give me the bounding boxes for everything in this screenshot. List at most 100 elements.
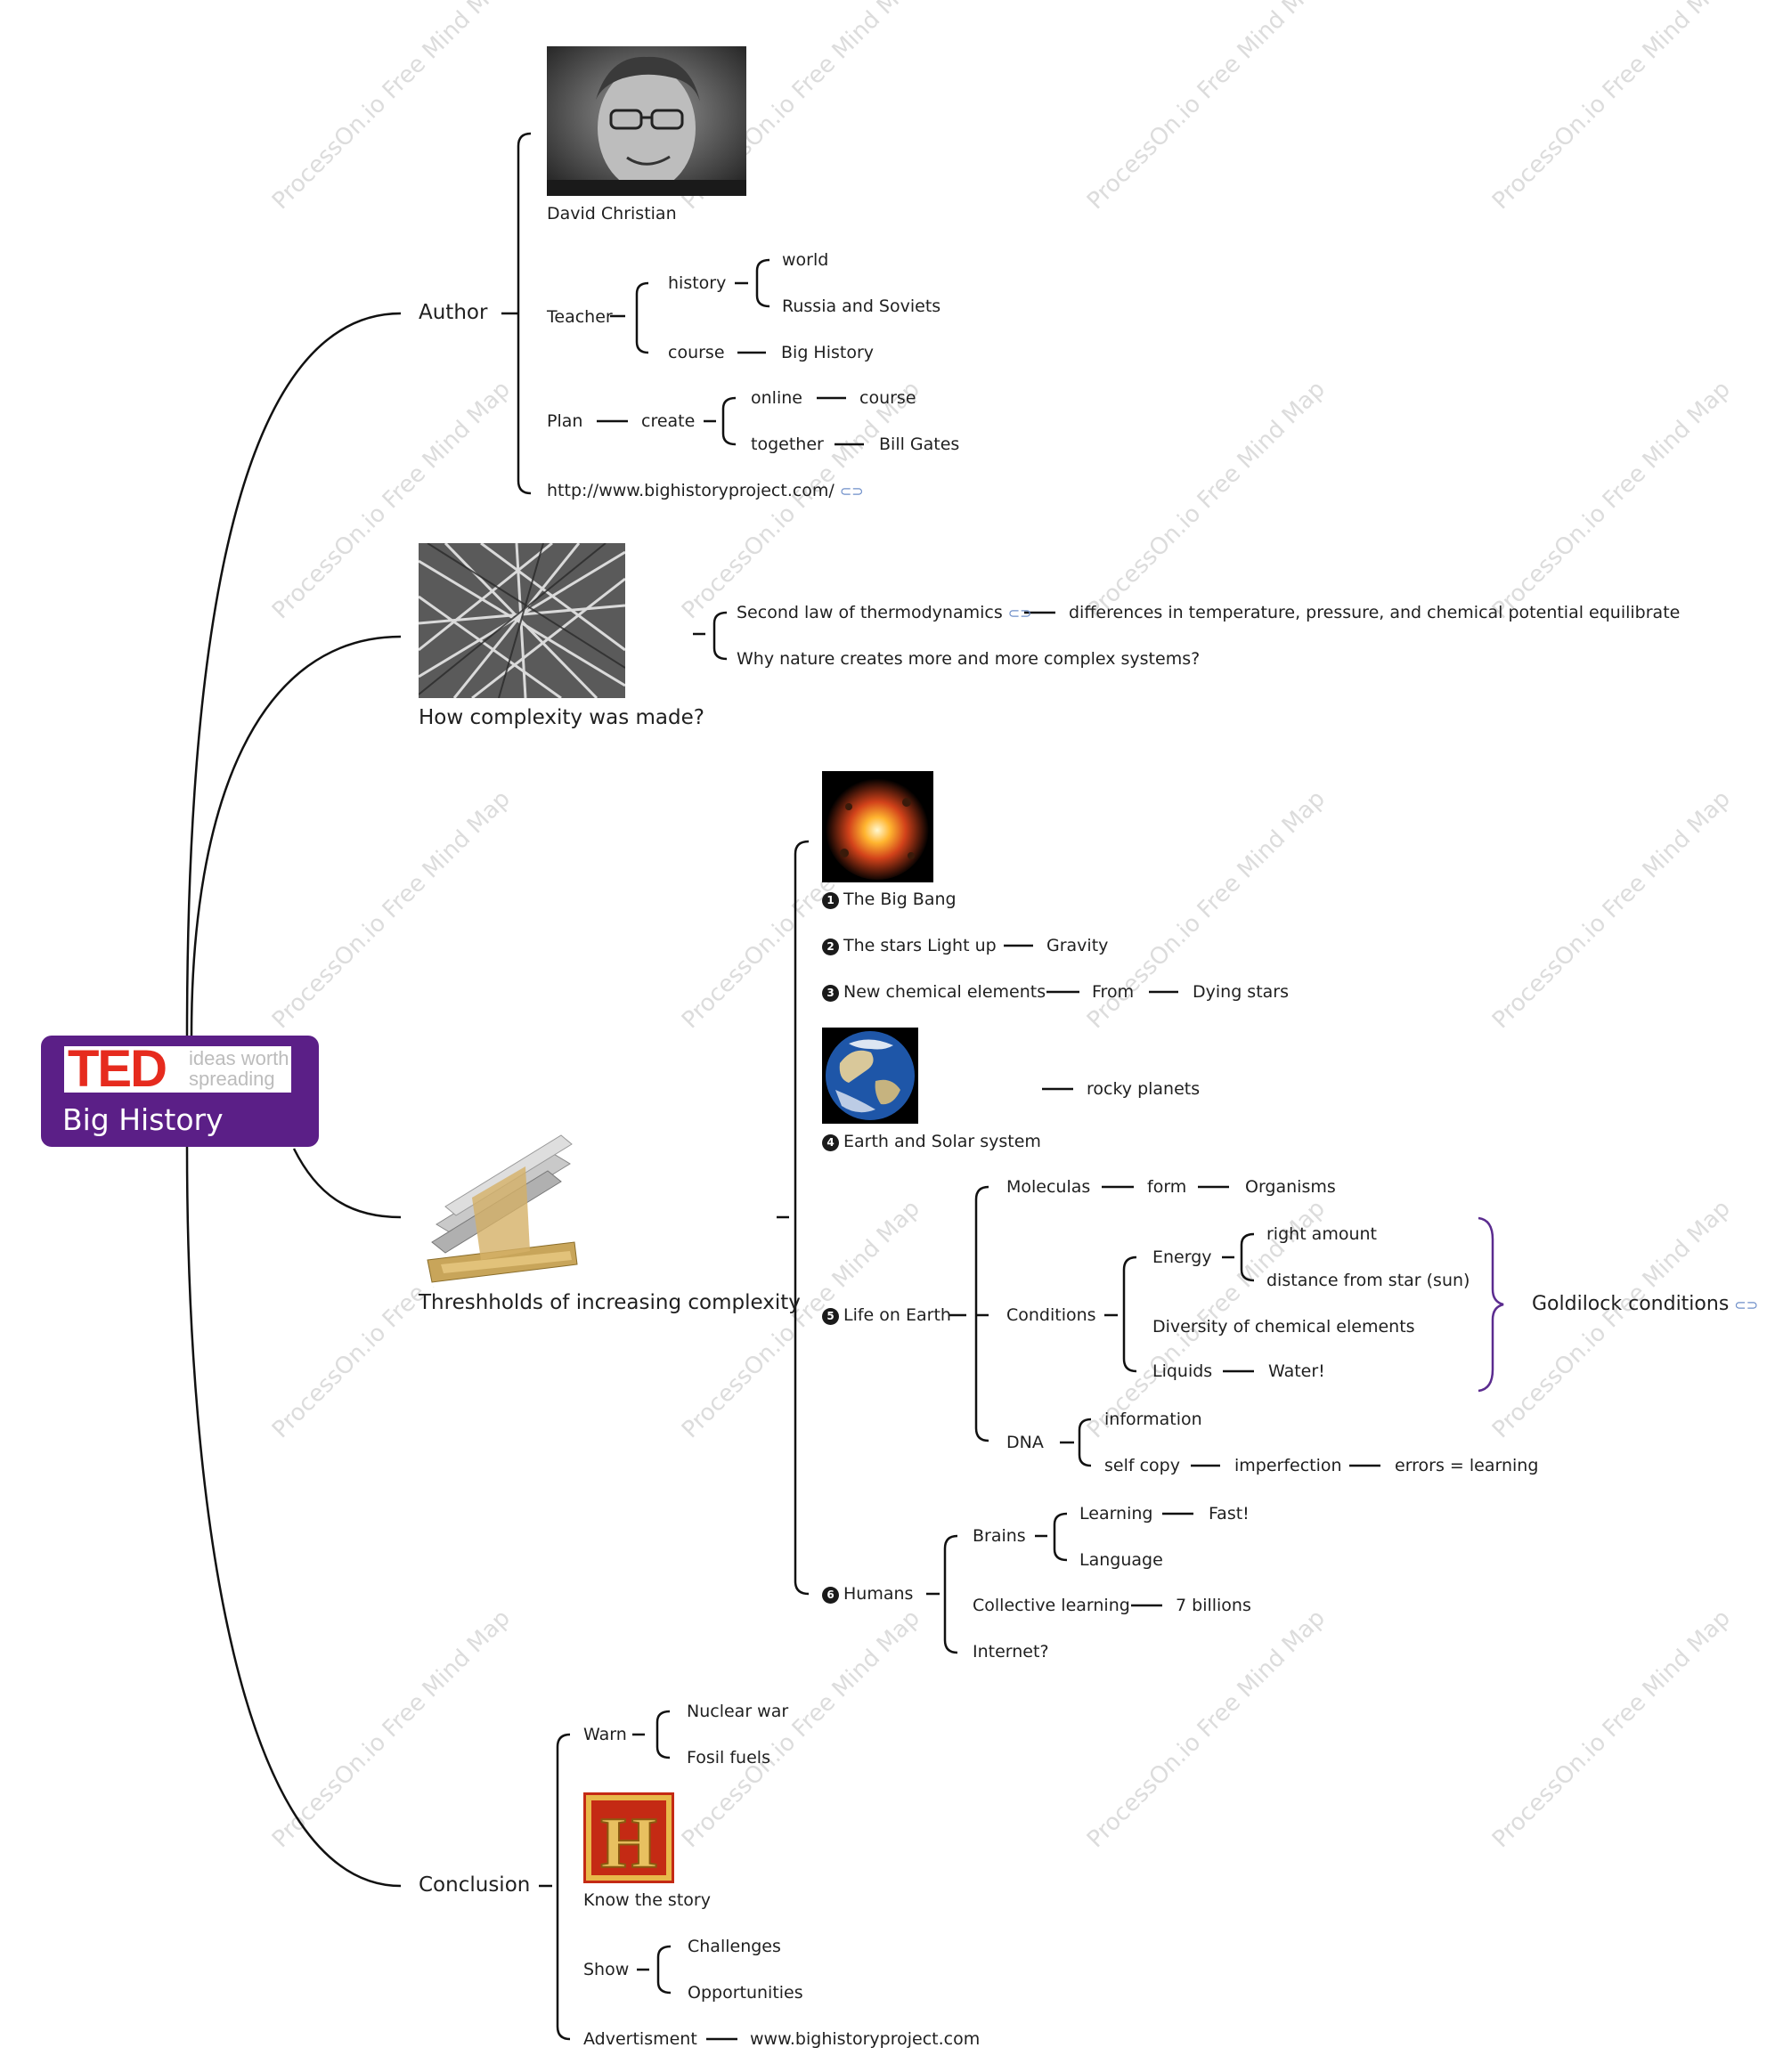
bill-gates-topic[interactable]: Bill Gates (879, 435, 960, 454)
self-copy-topic[interactable]: self copy (1104, 1456, 1180, 1475)
collective-learning-topic[interactable]: Collective learning (973, 1596, 1130, 1615)
website-topic[interactable]: www.bighistoryproject.com (750, 2029, 981, 2049)
root-to-author-curve (185, 312, 402, 1036)
together-topic[interactable]: together (751, 435, 824, 454)
fast-topic[interactable]: Fast! (1209, 1504, 1250, 1524)
root-topic-big-history[interactable]: TED ideas worth spreading Big History (41, 1036, 319, 1147)
humans-brace (943, 1534, 958, 1654)
course-topic[interactable]: course (668, 343, 725, 362)
teacher-topic[interactable]: Teacher (547, 307, 613, 327)
form-topic[interactable]: form (1147, 1177, 1187, 1197)
errors-learning-topic[interactable]: errors = learning (1395, 1456, 1539, 1475)
dna-topic[interactable]: DNA (1006, 1433, 1044, 1452)
challenges-topic[interactable]: Challenges (688, 1937, 781, 1956)
author-topic[interactable]: Author (419, 301, 488, 324)
energy-brace (1240, 1232, 1255, 1282)
metal-profiles-image (419, 1117, 579, 1287)
diversity-elements-topic[interactable]: Diversity of chemical elements (1152, 1317, 1415, 1337)
life-brace (974, 1185, 989, 1442)
explosion-image (822, 771, 933, 882)
complexity-image (419, 543, 625, 698)
right-amount-topic[interactable]: right amount (1266, 1224, 1377, 1244)
brains-brace (1053, 1512, 1068, 1562)
second-law-topic[interactable]: Second law of thermodynamics⊂⊃ (737, 603, 1032, 623)
thresholds-topic[interactable]: Threshholds of increasing complexity (419, 1291, 801, 1314)
conditions-brace (1122, 1255, 1137, 1373)
conclusion-topic[interactable]: Conclusion (419, 1873, 531, 1897)
plan-topic[interactable]: Plan (547, 411, 583, 431)
chemical-elements-text: New chemical elements (843, 982, 1046, 1002)
history-channel-logo: H (583, 1792, 674, 1883)
goldilock-brace (1478, 1216, 1504, 1393)
link-icon[interactable]: ⊂⊃ (1007, 605, 1032, 622)
language-topic[interactable]: Language (1079, 1550, 1163, 1570)
teacher-brace (635, 281, 649, 354)
dying-stars-topic[interactable]: Dying stars (1193, 982, 1289, 1002)
globe-image (822, 1028, 918, 1124)
advertisment-topic[interactable]: Advertisment (583, 2029, 697, 2049)
create-topic[interactable]: create (641, 411, 696, 431)
portrait-image (547, 46, 746, 196)
humans-text: Humans (843, 1584, 914, 1604)
russia-soviets-topic[interactable]: Russia and Soviets (782, 297, 941, 316)
history-topic[interactable]: history (668, 273, 727, 293)
information-topic[interactable]: information (1104, 1410, 1202, 1429)
equilibrate-topic[interactable]: differences in temperature, pressure, an… (1069, 603, 1681, 622)
brains-topic[interactable]: Brains (973, 1526, 1026, 1546)
show-topic[interactable]: Show (583, 1960, 630, 1979)
create-brace (721, 396, 737, 446)
life-on-earth-text: Life on Earth (843, 1305, 951, 1325)
organisms-topic[interactable]: Organisms (1245, 1177, 1336, 1197)
liquids-topic[interactable]: Liquids (1152, 1361, 1213, 1381)
link-icon[interactable]: ⊂⊃ (839, 483, 864, 500)
david-christian-label: David Christian (547, 204, 677, 223)
how-complexity-topic[interactable]: How complexity was made? (419, 706, 704, 729)
second-law-text: Second law of thermodynamics (737, 603, 1003, 622)
link-icon[interactable]: ⊂⊃ (1734, 1296, 1759, 1313)
project-url-topic[interactable]: http://www.bighistoryproject.com/⊂⊃ (547, 481, 864, 501)
show-brace (656, 1945, 672, 1995)
warn-topic[interactable]: Warn (583, 1725, 627, 1744)
root-to-complexity-curve (190, 635, 402, 1036)
online-topic[interactable]: online (751, 388, 802, 408)
metal-rods-image (419, 543, 625, 698)
goldilock-text: Goldilock conditions (1532, 1293, 1730, 1315)
world-topic[interactable]: world (782, 250, 829, 270)
water-topic[interactable]: Water! (1268, 1361, 1325, 1381)
energy-topic[interactable]: Energy (1152, 1247, 1212, 1267)
conditions-topic[interactable]: Conditions (1006, 1305, 1096, 1325)
fosil-fuels-topic[interactable]: Fosil fuels (687, 1748, 770, 1767)
nuclear-war-topic[interactable]: Nuclear war (687, 1702, 789, 1721)
ted-tagline-line-2: spreading (189, 1068, 275, 1090)
rocky-planets-topic[interactable]: rocky planets (1087, 1079, 1201, 1099)
distance-from-star-topic[interactable]: distance from star (sun) (1266, 1271, 1470, 1290)
seven-billions-topic[interactable]: 7 billions (1176, 1596, 1251, 1615)
learning-topic[interactable]: Learning (1079, 1504, 1153, 1524)
internet-topic[interactable]: Internet? (973, 1642, 1049, 1662)
why-nature-topic[interactable]: Why nature creates more and more complex… (737, 649, 1201, 669)
big-history-topic[interactable]: Big History (781, 343, 875, 362)
goldilock-conditions-topic[interactable]: Goldilock conditions⊂⊃ (1532, 1293, 1758, 1317)
root-to-conclusion-curve (185, 1146, 402, 1888)
gravity-topic[interactable]: Gravity (1046, 936, 1109, 955)
moleculas-topic[interactable]: Moleculas (1006, 1177, 1091, 1197)
imperfection-topic[interactable]: imperfection (1234, 1456, 1342, 1475)
warn-brace (655, 1710, 671, 1759)
number-1-badge: 1 (822, 892, 839, 909)
know-the-story-topic[interactable]: Know the story (583, 1890, 711, 1910)
number-5-badge: 5 (822, 1308, 839, 1325)
from-topic[interactable]: From (1092, 982, 1135, 1002)
root-to-thresholds-curve (292, 1148, 402, 1219)
online-course-topic[interactable]: course (859, 388, 916, 408)
number-2-badge: 2 (822, 938, 839, 955)
aluminium-profiles-image (419, 1117, 579, 1287)
opportunities-topic[interactable]: Opportunities (688, 1983, 803, 2003)
